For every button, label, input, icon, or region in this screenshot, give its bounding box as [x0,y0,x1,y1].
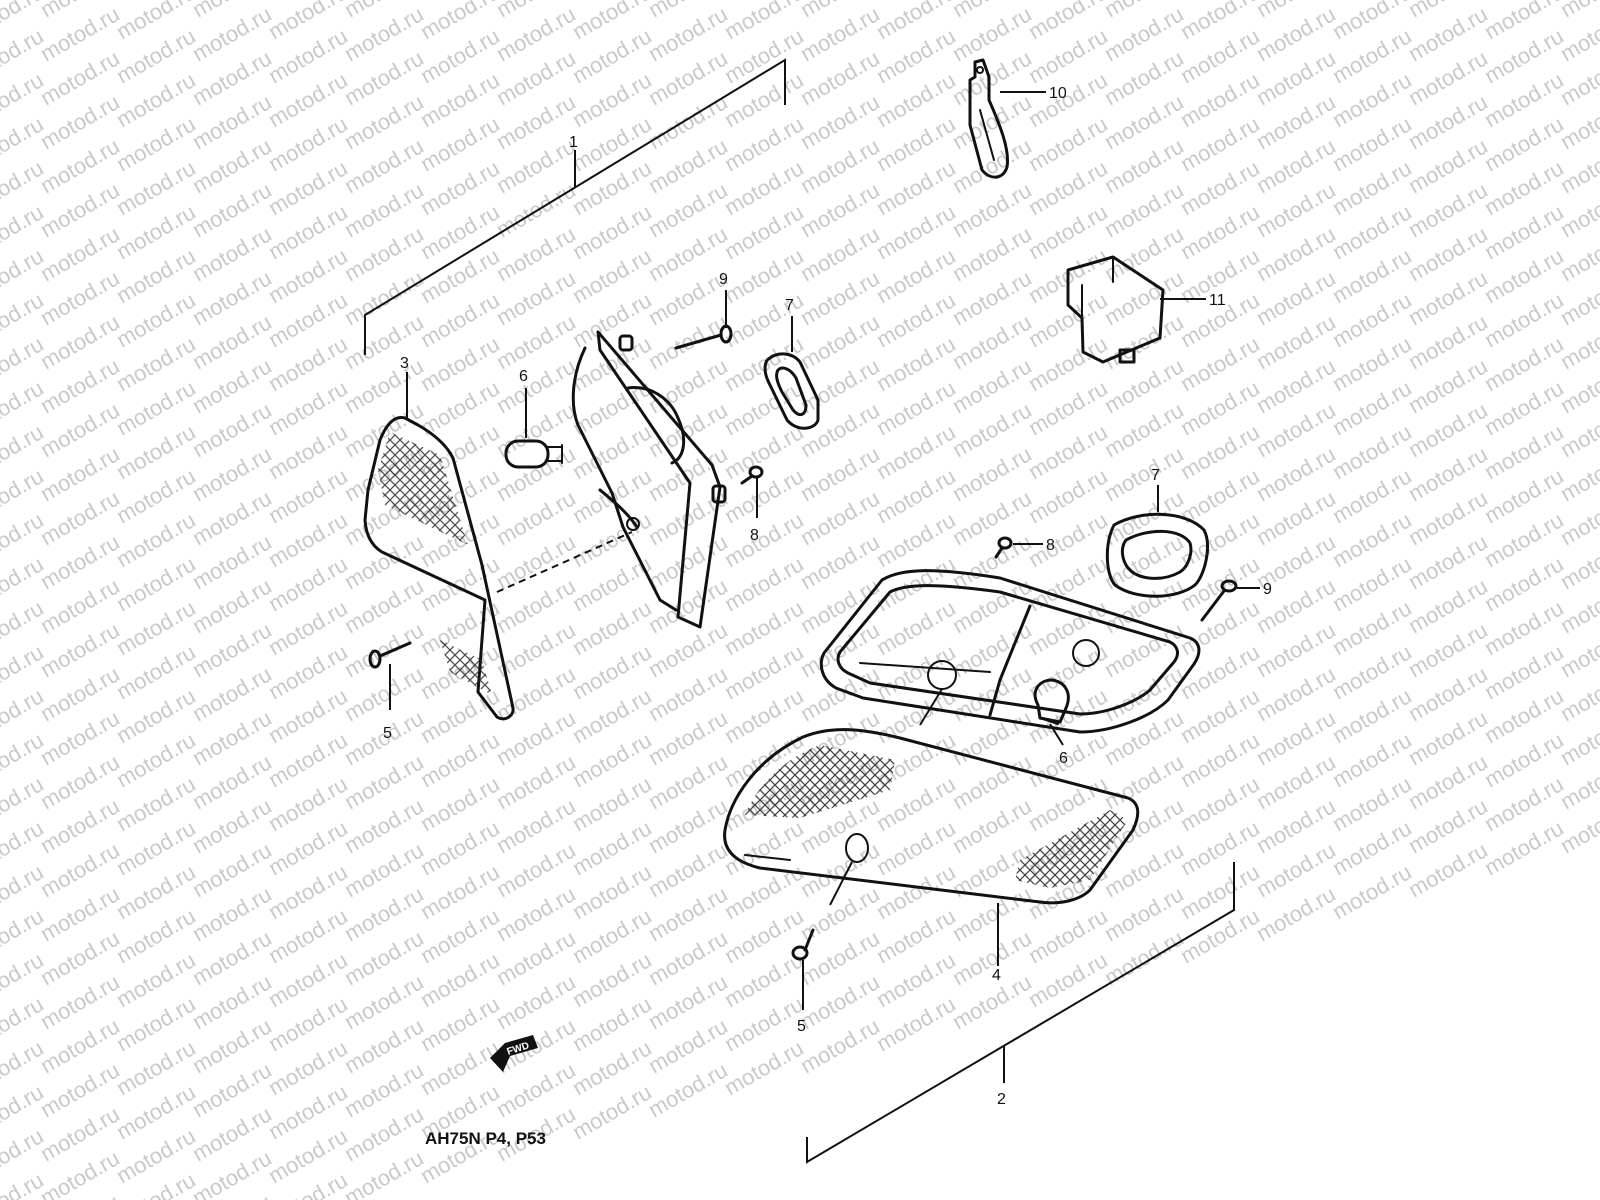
bulb-left [504,439,563,469]
callout-11: 11 [1209,292,1226,309]
assembly-1-bracket [364,58,786,355]
flasher-relay [1066,255,1165,364]
callout-8-right: 8 [1046,537,1055,554]
screw-9-lower [1200,579,1238,622]
callout-3: 3 [400,355,409,372]
callout-9-upper: 9 [719,271,728,288]
screw-5-left [368,641,412,669]
turn-signal-lens-left [363,415,515,721]
turn-signal-lens-right [723,728,1140,906]
callout-9-lower: 9 [1263,581,1272,598]
screw-8-right [994,536,1013,559]
callout-2: 2 [997,1091,1006,1108]
callout-6-right: 6 [1059,750,1068,767]
callout-10: 10 [1049,85,1067,102]
bulb-right [1033,678,1070,725]
callout-4: 4 [992,967,1001,984]
callout-1: 1 [569,134,578,151]
callout-7-upper: 7 [785,297,794,314]
watermark-text: motod.ru [1556,0,1600,22]
grommet-upper [763,352,820,430]
callout-5-left: 5 [383,725,392,742]
callout-7-lower: 7 [1151,467,1160,484]
turn-signal-housing-right [819,569,1201,734]
callout-6-left: 6 [519,368,528,385]
screw-8-left [740,465,764,485]
turn-signal-housing-left [571,330,727,629]
assembly-2-bracket [806,862,1235,1164]
screw-5-right [791,928,815,961]
grommet-lower [1105,512,1209,598]
diagram-caption: AH75N P4, P53 [425,1129,546,1148]
terminal-clip [968,58,1010,179]
callout-8-left: 8 [750,527,759,544]
callout-5-right: 5 [797,1018,806,1035]
